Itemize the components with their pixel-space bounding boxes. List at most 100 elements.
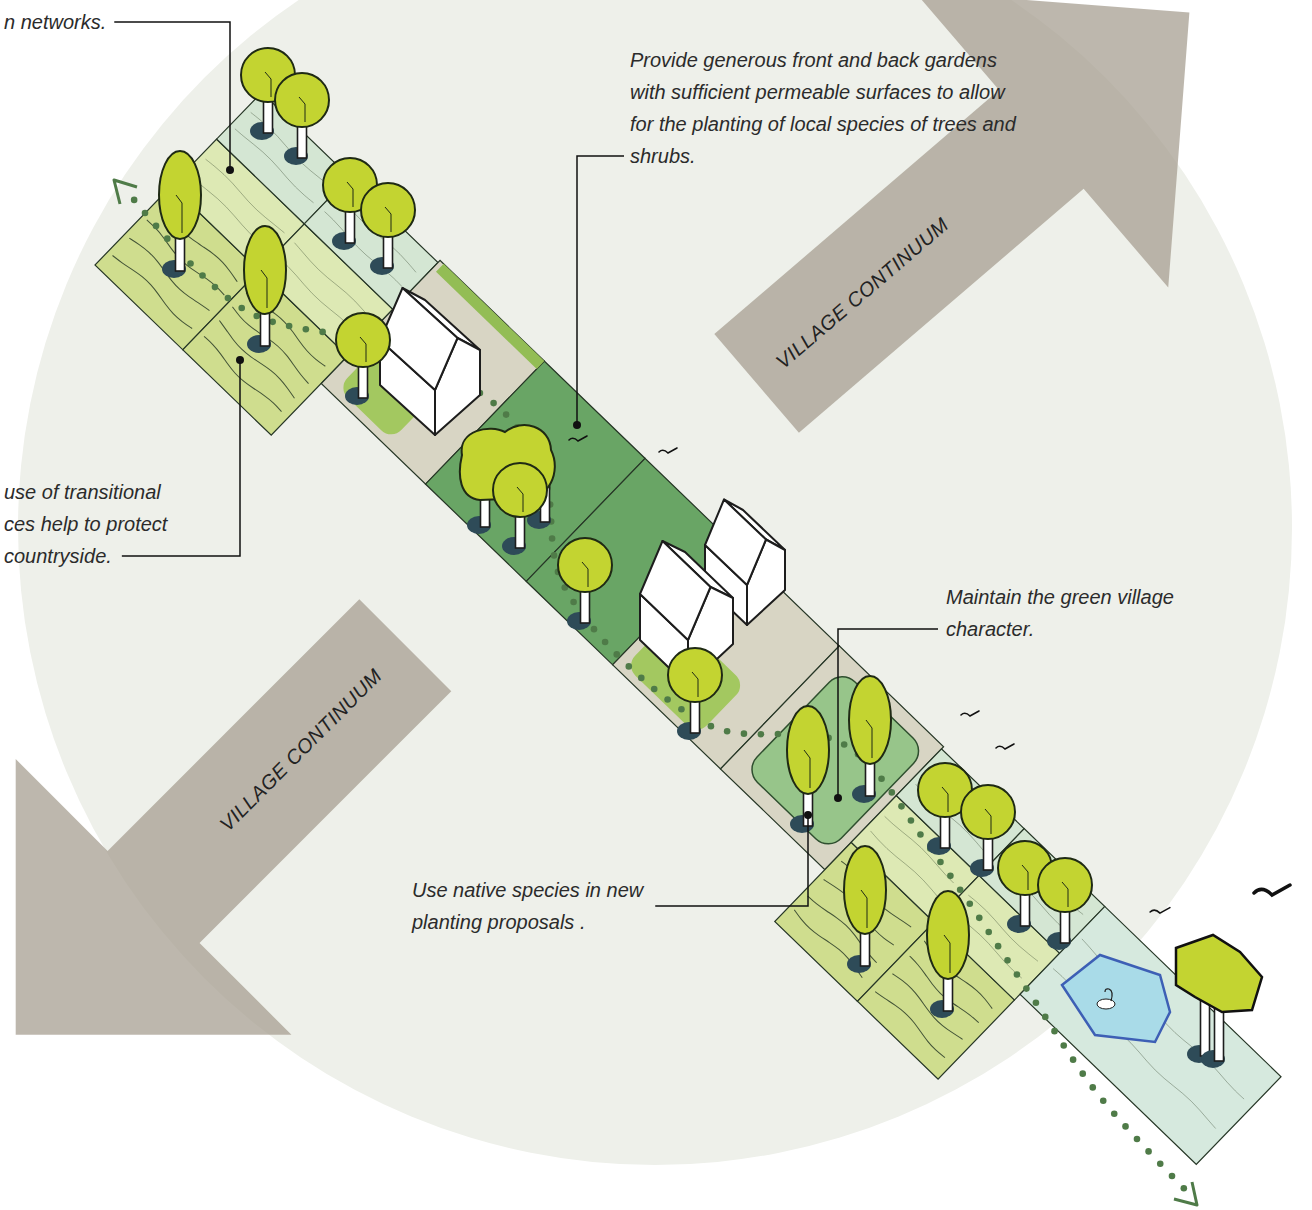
tree-crown xyxy=(1038,858,1092,912)
bird xyxy=(996,744,1014,749)
footpath-dot xyxy=(841,741,848,748)
bird xyxy=(1150,908,1170,914)
tree-crown xyxy=(159,151,201,239)
furrow-line xyxy=(231,305,313,384)
tree-branch xyxy=(176,195,182,233)
footpath-dot xyxy=(1033,999,1040,1006)
footpath-dot xyxy=(888,789,895,796)
footpath-dot xyxy=(708,723,715,730)
footpath-dot xyxy=(286,323,293,330)
tree-branch xyxy=(861,890,867,928)
footpath-dot xyxy=(1042,1014,1049,1021)
direction-arrow: VILLAGE CONTINUUM xyxy=(630,0,1312,532)
furrow-line xyxy=(216,320,297,399)
furrow-line xyxy=(128,236,209,315)
house-face xyxy=(640,541,711,640)
footpath-dot xyxy=(878,776,885,783)
tree-crown xyxy=(275,73,329,127)
callout-note: n networks. xyxy=(4,6,106,38)
leader-dot xyxy=(226,166,234,174)
footpath-dot xyxy=(651,686,658,693)
arrow-shape xyxy=(630,0,1312,532)
callout-note: Use native species in new planting propo… xyxy=(412,874,707,938)
footpath-dot xyxy=(1089,1084,1096,1091)
bird xyxy=(961,711,979,716)
footpath-dot xyxy=(303,326,310,333)
tree-branch xyxy=(517,487,523,512)
footpath-dot xyxy=(164,235,171,242)
swan-neck xyxy=(1105,989,1112,1001)
leader-dot xyxy=(236,356,244,364)
direction-arrow: VILLAGE CONTINUUM xyxy=(0,507,543,1172)
bird xyxy=(659,448,677,453)
footpath-dot xyxy=(995,943,1002,950)
footpath-dot xyxy=(269,319,276,326)
footpath-dot xyxy=(1122,1123,1129,1130)
bird xyxy=(569,436,587,441)
tree-branch xyxy=(582,562,588,587)
footpath-dot xyxy=(212,284,219,291)
footpath-dot xyxy=(625,663,632,670)
footpath-dot xyxy=(758,731,765,738)
furrow-line xyxy=(205,158,285,235)
footpath-dot xyxy=(238,305,245,312)
tree-branch xyxy=(265,72,271,97)
leader-line xyxy=(114,22,230,170)
tree-branch xyxy=(804,750,810,788)
footpath-dot xyxy=(898,803,905,810)
furrow-line xyxy=(875,988,948,1059)
footpath-dot xyxy=(602,639,609,646)
arrow-outline xyxy=(630,0,1312,532)
footpath-dot xyxy=(1145,1148,1152,1155)
callout-note: Provide generous front and back gardens … xyxy=(630,44,1030,172)
footpath-dot xyxy=(1023,985,1030,992)
footpath-dot xyxy=(131,197,138,204)
tree-branch xyxy=(261,270,267,308)
furrow-line xyxy=(293,243,373,320)
leader-dot xyxy=(804,811,812,819)
plot-strip xyxy=(95,90,1283,1210)
bird xyxy=(1254,885,1290,895)
footpath-dot xyxy=(775,731,782,738)
tree-branch xyxy=(360,337,366,362)
footpath-dot xyxy=(741,730,748,737)
footpath-dot xyxy=(947,873,954,880)
footpath-dot xyxy=(591,626,598,633)
arrow-shape xyxy=(0,507,543,1172)
tree-branch xyxy=(985,809,991,834)
garden-patch xyxy=(745,669,926,851)
footpath-dot xyxy=(253,313,260,320)
footpath-dot xyxy=(638,675,645,682)
tree-branch xyxy=(942,787,948,812)
footpath-dot xyxy=(1004,957,1011,964)
footpath-dot xyxy=(957,886,964,893)
footpath-dot xyxy=(1134,1136,1141,1143)
tree-branch xyxy=(347,182,353,207)
tree-crown xyxy=(361,183,415,237)
leader-dot xyxy=(834,794,842,802)
footpath-dot xyxy=(724,728,731,735)
tree-crown xyxy=(244,226,286,314)
footpath-dot xyxy=(551,552,558,559)
footpath-dot xyxy=(1100,1097,1107,1104)
callout-note: Maintain the green village character. xyxy=(946,581,1246,645)
shrub xyxy=(1176,935,1262,1012)
footpath-dot xyxy=(225,295,232,302)
tree-crown xyxy=(493,463,547,517)
tree-branch xyxy=(1062,882,1068,907)
tree-crown xyxy=(787,706,829,794)
footpath-dot xyxy=(503,411,510,418)
footpath-dot xyxy=(664,696,671,703)
footpath-dot xyxy=(153,223,160,230)
footpath-dot xyxy=(908,817,915,824)
footpath-dot xyxy=(1111,1110,1118,1117)
pond-plot-tile xyxy=(1020,906,1281,1164)
tree-crown xyxy=(844,846,886,934)
footpath-dot xyxy=(142,210,149,217)
arrow-outline xyxy=(0,507,543,1172)
footpath-dot xyxy=(549,535,556,542)
footpath-dot xyxy=(1157,1160,1164,1167)
footpath-dot xyxy=(490,400,497,407)
callout-note: use of transitional ces help to protect … xyxy=(4,476,184,572)
